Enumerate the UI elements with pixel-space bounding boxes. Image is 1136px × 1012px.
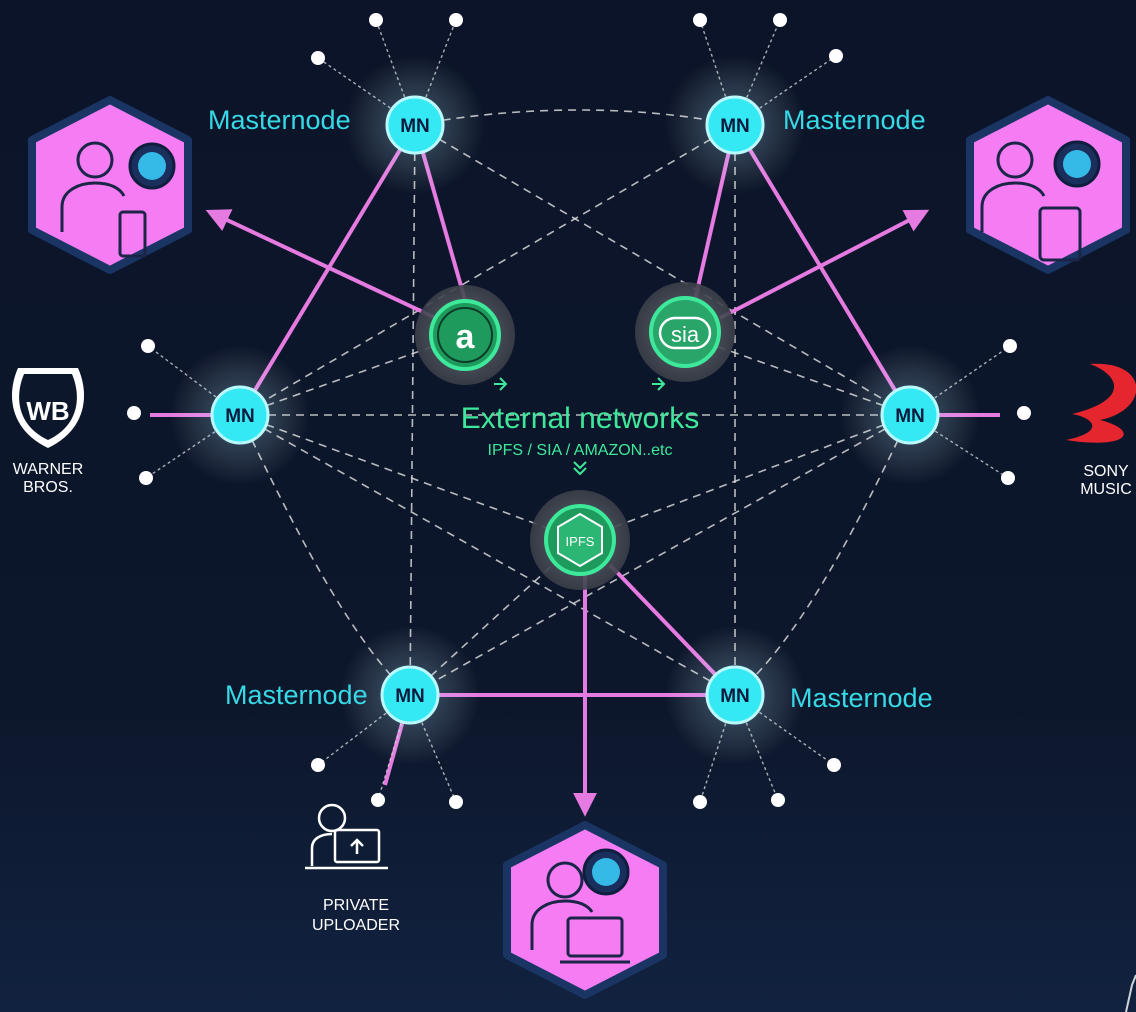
mn-label: MN [400, 116, 430, 137]
amazon-node: a [415, 285, 515, 385]
mn-label: MN [225, 406, 255, 427]
wb-glyph: WB [26, 396, 69, 426]
sync-arrow-icon [494, 377, 508, 391]
masternode-label-bottom-right: Masternode [790, 683, 933, 713]
warner-label-line2: BROS. [23, 479, 73, 496]
private-uploader-line2: UPLOADER [312, 917, 400, 934]
masternode-label-bottom-left: Masternode [225, 680, 368, 710]
shield-badge-icon [128, 142, 176, 190]
sony-music-logo [1066, 363, 1136, 443]
masternode-bottom-left: MN [340, 625, 480, 765]
user-laptop-icon [530, 861, 630, 964]
external-networks-subtitle: IPFS / SIA / AMAZON..etc [488, 442, 673, 459]
private-uploader-line1: PRIVATE [323, 897, 389, 914]
user-tablet-icon [980, 141, 1082, 262]
private-uploader-icon [305, 803, 388, 870]
masternode-label-top-left: Masternode [208, 105, 351, 135]
mn-label: MN [895, 406, 925, 427]
user-node-bottom [503, 821, 667, 999]
warner-label-line1: WARNER [13, 461, 84, 478]
user-node-top-right [966, 96, 1130, 274]
warner-bros-logo: WB [11, 368, 85, 448]
masternode-bottom-right: MN [665, 625, 805, 765]
user-node-top-left [28, 96, 192, 274]
sony-label-line2: MUSIC [1080, 481, 1132, 498]
sync-arrow-icon [652, 377, 666, 391]
user-tablet-icon [60, 141, 147, 258]
mn-label: MN [720, 686, 750, 707]
external-networks-title: External networks [461, 402, 699, 435]
sia-icon: sia [671, 322, 700, 347]
sia-node: sia [635, 282, 735, 382]
masternode-top-right: MN [665, 55, 805, 195]
satellite-dots [127, 13, 1031, 809]
masternode-left: MN [170, 345, 310, 485]
masternode-label-top-right: Masternode [783, 105, 926, 135]
chevron-down-icon [573, 461, 587, 476]
corner-accent [1125, 974, 1136, 1012]
ipfs-icon: IPFS [566, 534, 595, 549]
masternode-top-left: MN [345, 55, 485, 195]
amazon-icon: a [456, 318, 476, 356]
shield-badge-icon [1053, 140, 1101, 188]
mn-label: MN [720, 116, 750, 137]
mn-label: MN [395, 686, 425, 707]
sony-label-line1: SONY [1083, 463, 1129, 480]
shield-badge-icon [582, 848, 630, 896]
ipfs-node: IPFS [530, 490, 630, 590]
masternode-right: MN [840, 345, 980, 485]
